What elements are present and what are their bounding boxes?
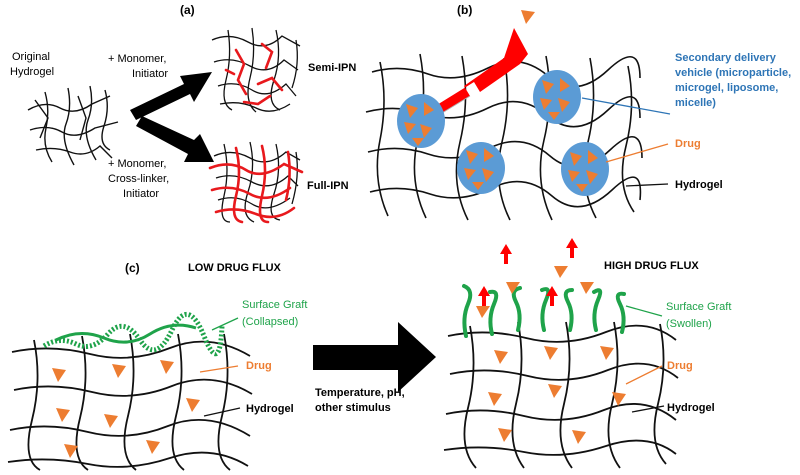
- vehicle-line4: micelle): [675, 97, 716, 109]
- drug-pointer-b: [605, 143, 669, 163]
- stimulus-line2: other stimulus: [315, 402, 391, 414]
- stimulus-arrow: [313, 322, 436, 392]
- release-arrows-right: [478, 238, 578, 306]
- graft-swollen-line1: Surface Graft: [666, 301, 731, 313]
- hydrogel-label-b: Hydrogel: [675, 179, 723, 191]
- original-hydrogel-line1: Original: [12, 51, 50, 63]
- route-bottom-line1: + Monomer,: [108, 158, 166, 170]
- panel-label-c: (c): [125, 261, 140, 275]
- drug-label-left: Drug: [246, 360, 272, 372]
- vehicle-line3: microgel, liposome,: [675, 82, 778, 94]
- high-flux-label: HIGH DRUG FLUX: [604, 260, 699, 272]
- original-hydrogel-label: Original Hydrogel: [10, 51, 54, 78]
- route-bottom-line3: Initiator: [123, 188, 159, 200]
- drug-label-b: Drug: [675, 138, 701, 150]
- graft-collapsed-line2: (Collapsed): [242, 316, 298, 328]
- drugs-left: [52, 360, 200, 458]
- panel-a: Original Hydrogel + Monomer, Initiator +…: [10, 27, 356, 224]
- stimulus-label: Temperature, pH, other stimulus: [315, 387, 408, 414]
- semi-ipn-label: Semi-IPN: [308, 62, 356, 74]
- drug-pointer-left: [199, 365, 239, 373]
- route-top-line1: + Monomer,: [108, 53, 166, 65]
- hydrogel-pointer-left: [203, 407, 241, 417]
- graft-collapsed-line1: Surface Graft: [242, 299, 307, 311]
- drugs-right: [488, 346, 626, 444]
- arrow-to-semi-ipn: [130, 72, 212, 120]
- route-top-line2: Initiator: [132, 68, 168, 80]
- vehicle-4: [561, 142, 609, 196]
- original-hydrogel-network: [27, 85, 119, 166]
- drug-label-right: Drug: [667, 360, 693, 372]
- released-drug-top: [521, 10, 535, 24]
- graft-swollen-line2: (Swollen): [666, 318, 712, 330]
- vehicle-1: [397, 94, 445, 148]
- vehicle-pointer: [581, 97, 671, 115]
- panel-label-b: (b): [457, 3, 472, 17]
- hydrogel-network-left: [7, 333, 253, 471]
- release-arrow-large: [424, 28, 528, 124]
- graft-swollen-label: Surface Graft (Swollen): [666, 301, 734, 330]
- vehicle-3: [457, 142, 505, 194]
- graft-pointer-left: [211, 317, 239, 331]
- full-ipn-label: Full-IPN: [307, 180, 349, 192]
- panel-label-a: (a): [180, 3, 195, 17]
- drug-pointer-right: [625, 365, 663, 385]
- surface-graft-swollen: [462, 284, 626, 338]
- vehicle-line2: vehicle (microparticle,: [675, 67, 791, 79]
- stimulus-line1: Temperature, pH,: [315, 387, 405, 399]
- arrow-to-full-ipn: [136, 116, 214, 162]
- hydrogel-pointer-b: [625, 183, 669, 187]
- hydrogel-network-right: [443, 321, 679, 469]
- route-top-label: + Monomer, Initiator: [108, 53, 169, 80]
- graft-pointer-right: [625, 305, 663, 317]
- hydrogel-label-left: Hydrogel: [246, 403, 294, 415]
- drugs-released: [476, 266, 594, 318]
- route-bottom-line2: Cross-linker,: [108, 173, 169, 185]
- low-flux-label: LOW DRUG FLUX: [188, 262, 282, 274]
- panel-b: Secondary delivery vehicle (microparticl…: [365, 10, 794, 221]
- vehicle-line1: Secondary delivery: [675, 52, 777, 64]
- graft-collapsed-label: Surface Graft (Collapsed): [242, 299, 310, 328]
- surface-graft-collapsed-2: [55, 323, 197, 344]
- hydrogel-label-right: Hydrogel: [667, 402, 715, 414]
- hydrogel-pointer-right: [631, 405, 665, 413]
- full-ipn-network: [208, 141, 304, 224]
- semi-ipn-network: [211, 27, 301, 113]
- vehicle-label: Secondary delivery vehicle (microparticl…: [675, 52, 794, 109]
- original-hydrogel-line2: Hydrogel: [10, 66, 54, 78]
- vehicle-2: [533, 70, 581, 124]
- route-bottom-label: + Monomer, Cross-linker, Initiator: [108, 158, 172, 200]
- panel-c: LOW DRUG FLUX HIGH DRUG FLUX: [7, 238, 734, 471]
